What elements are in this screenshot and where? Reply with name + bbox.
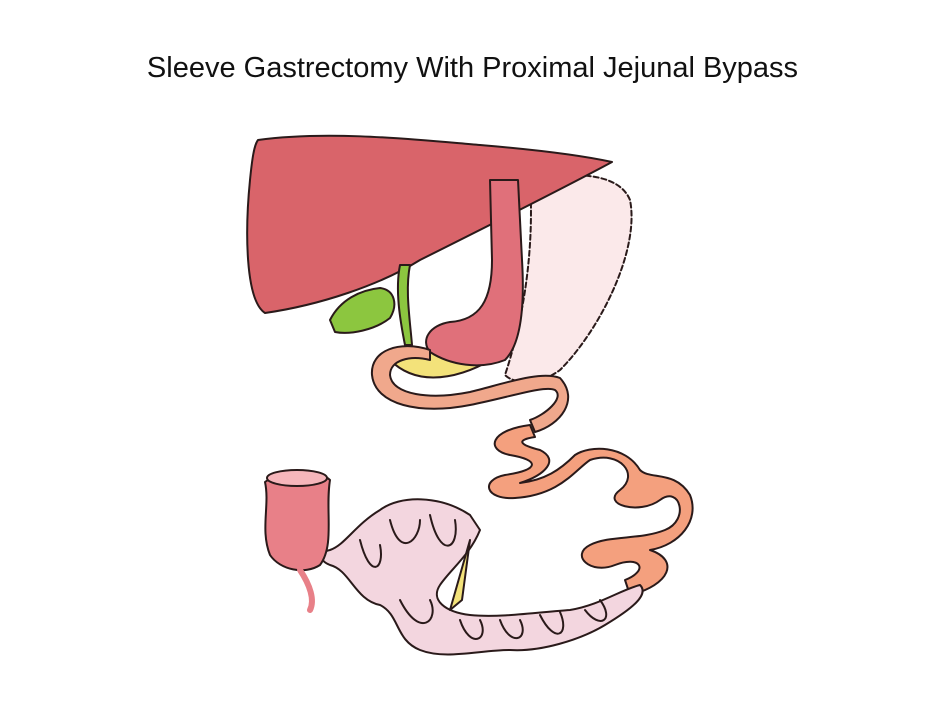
ileum-folds: [359, 514, 608, 640]
slide-title: Sleeve Gastrectomy With Proximal Jejunal…: [146, 52, 799, 84]
colon-opening: [266, 469, 328, 487]
jejunum-loops-bypassed: [488, 424, 694, 596]
liver: [246, 134, 613, 314]
duodenum: [370, 345, 570, 433]
gallbladder: [329, 287, 396, 334]
sleeve-stomach: [425, 179, 524, 367]
appendix: [297, 567, 315, 613]
bile-duct: [396, 264, 413, 346]
mesentery: [449, 539, 471, 611]
cecum: [264, 471, 331, 572]
